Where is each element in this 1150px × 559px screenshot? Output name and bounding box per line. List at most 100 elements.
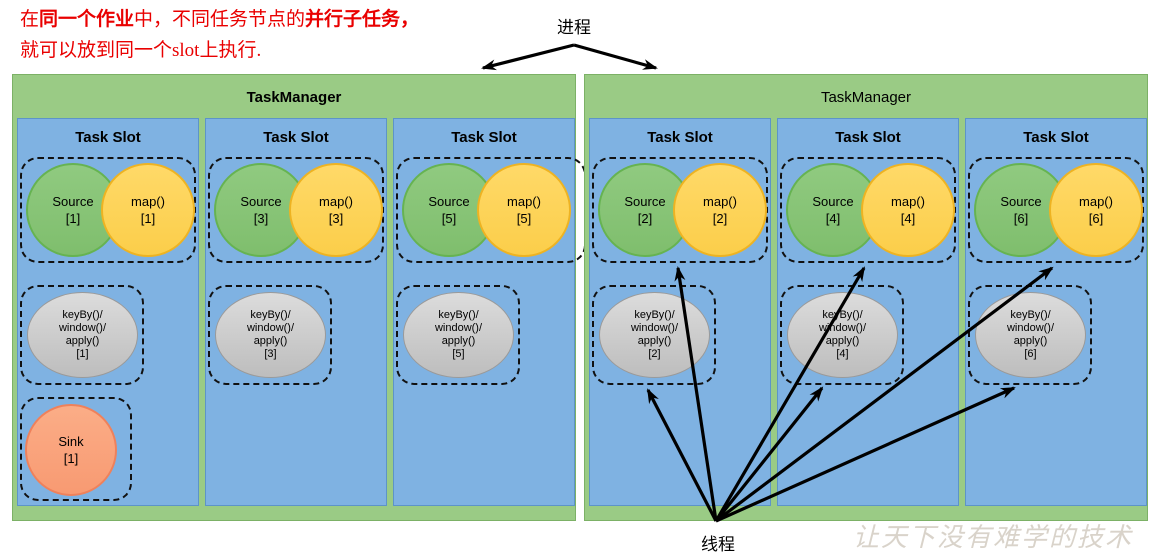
task-slot-title: Task Slot xyxy=(1023,129,1089,146)
source-label: Source xyxy=(52,194,94,209)
source-label: Source xyxy=(812,194,854,209)
annotation-line1-part: 在 xyxy=(20,9,40,30)
annotation-line1-part: 中，不同任务节点的 xyxy=(134,9,306,30)
tm2-task-slot-2: Task Slot Source [4] map() [4] keyBy()/ … xyxy=(777,118,959,506)
keyby-line: keyBy()/ xyxy=(1010,309,1051,321)
annotation-line1: 在同一个作业中，不同任务节点的并行子任务， xyxy=(20,4,419,35)
keyby-line: apply() xyxy=(825,335,860,347)
map-index: [2] xyxy=(712,211,728,226)
keyby-line: apply() xyxy=(637,335,672,347)
taskmanager-1-title: TaskManager xyxy=(246,89,342,106)
keyby-index: [6] xyxy=(1024,348,1037,360)
keyby-group: keyBy()/ window()/ apply() [3] xyxy=(208,285,332,385)
map-task: map() [2] xyxy=(673,163,767,257)
source-label: Source xyxy=(624,194,666,209)
source-map-group: Source [3] map() [3] xyxy=(208,157,384,263)
source-index: [4] xyxy=(825,211,841,226)
keyby-line: window()/ xyxy=(434,322,483,334)
keyby-line: keyBy()/ xyxy=(438,309,479,321)
keyby-group: keyBy()/ window()/ apply() [4] xyxy=(780,285,904,385)
tm1-task-slot-3: Task Slot Source [5] map() [5] keyBy()/ … xyxy=(393,118,586,506)
source-index: [5] xyxy=(441,211,457,226)
keyby-group: keyBy()/ window()/ apply() [6] xyxy=(968,285,1092,385)
annotation-line2: 就可以放到同一个slot上执行. xyxy=(20,40,262,61)
source-map-group: Source [5] map() [5] xyxy=(396,157,586,263)
keyby-line: window()/ xyxy=(1006,322,1055,334)
process-arrow-left xyxy=(481,43,575,71)
task-slot-title: Task Slot xyxy=(263,129,329,146)
taskmanager-1: TaskManager Task Slot Source [1] map() [… xyxy=(12,74,586,521)
source-map-group: Source [2] map() [2] xyxy=(592,157,768,263)
process-arrow-right xyxy=(573,43,658,70)
keyby-index: [1] xyxy=(76,348,89,360)
sink-task: Sink [1] xyxy=(25,404,117,496)
keyby-line: keyBy()/ xyxy=(822,309,863,321)
keyby-line: keyBy()/ xyxy=(62,309,103,321)
process-label: 进程 xyxy=(557,18,591,37)
map-task: map() [3] xyxy=(289,163,383,257)
keyby-line: apply() xyxy=(1013,335,1048,347)
map-index: [1] xyxy=(140,211,156,226)
thread-label: 线程 xyxy=(701,535,735,554)
keyby-index: [3] xyxy=(264,348,277,360)
keyby-task: keyBy()/ window()/ apply() [6] xyxy=(975,292,1086,378)
map-task: map() [5] xyxy=(477,163,571,257)
map-index: [6] xyxy=(1088,211,1104,226)
map-label: map() xyxy=(1079,194,1113,209)
source-label: Source xyxy=(1000,194,1042,209)
annotation-line1-bold: 同一个作业 xyxy=(39,9,135,30)
source-index: [2] xyxy=(637,211,653,226)
task-slot-title: Task Slot xyxy=(451,129,517,146)
map-task: map() [6] xyxy=(1049,163,1143,257)
tm2-task-slot-3: Task Slot Source [6] map() [6] keyBy()/ … xyxy=(965,118,1147,506)
keyby-index: [4] xyxy=(836,348,849,360)
keyby-index: [2] xyxy=(648,348,661,360)
annotation-text: 在同一个作业中，不同任务节点的并行子任务， 就可以放到同一个slot上执行. xyxy=(20,4,419,66)
keyby-index: [5] xyxy=(452,348,465,360)
keyby-line: keyBy()/ xyxy=(250,309,291,321)
sink-label: Sink xyxy=(58,434,84,449)
annotation-line1-part: ， xyxy=(400,9,420,30)
source-map-group: Source [1] map() [1] xyxy=(20,157,196,263)
annotation-line1-bold: 并行子任务 xyxy=(305,9,401,30)
keyby-line: apply() xyxy=(65,335,100,347)
keyby-line: apply() xyxy=(441,335,476,347)
watermark-text: 让天下没有难学的技术 xyxy=(853,523,1134,553)
keyby-task: keyBy()/ window()/ apply() [5] xyxy=(403,292,514,378)
keyby-line: window()/ xyxy=(246,322,295,334)
task-slot-title: Task Slot xyxy=(647,129,713,146)
keyby-line: window()/ xyxy=(58,322,107,334)
tm2-task-slot-1: Task Slot Source [2] map() [2] keyBy()/ … xyxy=(589,118,771,506)
map-label: map() xyxy=(507,194,541,209)
taskmanager-2-title: TaskManager xyxy=(820,89,912,106)
map-task: map() [1] xyxy=(101,163,195,257)
map-label: map() xyxy=(703,194,737,209)
keyby-line: window()/ xyxy=(818,322,867,334)
sink-group: Sink [1] xyxy=(20,397,132,501)
map-index: [3] xyxy=(328,211,344,226)
sink-index: [1] xyxy=(63,451,79,466)
map-label: map() xyxy=(891,194,925,209)
keyby-group: keyBy()/ window()/ apply() [5] xyxy=(396,285,520,385)
task-slot-title: Task Slot xyxy=(75,129,141,146)
task-slot-title: Task Slot xyxy=(835,129,901,146)
source-label: Source xyxy=(240,194,282,209)
map-index: [5] xyxy=(516,211,532,226)
keyby-task: keyBy()/ window()/ apply() [2] xyxy=(599,292,710,378)
source-label: Source xyxy=(428,194,470,209)
source-index: [6] xyxy=(1013,211,1029,226)
keyby-task: keyBy()/ window()/ apply() [1] xyxy=(27,292,138,378)
source-index: [1] xyxy=(65,211,81,226)
tm1-task-slot-1: Task Slot Source [1] map() [1] keyBy()/ … xyxy=(17,118,199,506)
keyby-task: keyBy()/ window()/ apply() [3] xyxy=(215,292,326,378)
map-index: [4] xyxy=(900,211,916,226)
map-task: map() [4] xyxy=(861,163,955,257)
map-label: map() xyxy=(319,194,353,209)
source-map-group: Source [6] map() [6] xyxy=(968,157,1144,263)
source-map-group: Source [4] map() [4] xyxy=(780,157,956,263)
keyby-line: window()/ xyxy=(630,322,679,334)
keyby-group: keyBy()/ window()/ apply() [2] xyxy=(592,285,716,385)
keyby-task: keyBy()/ window()/ apply() [4] xyxy=(787,292,898,378)
source-index: [3] xyxy=(253,211,269,226)
